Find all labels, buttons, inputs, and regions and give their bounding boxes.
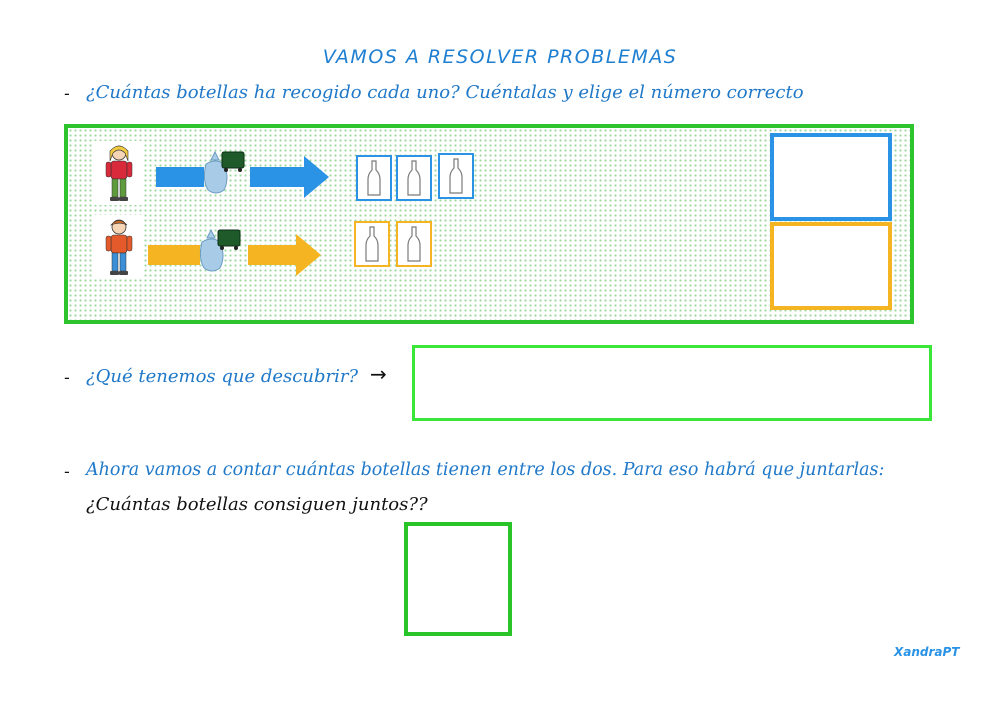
question-1-text: ¿Cuántas botellas ha recogido cada uno? … [86,82,804,103]
bottle-card [396,221,432,267]
boy-answer-box[interactable] [770,222,892,310]
girl-answer-box[interactable] [770,133,892,221]
boy-figure [94,215,144,279]
question-3-text: Ahora vamos a contar cuántas botellas ti… [86,460,885,480]
page-title: VAMOS A RESOLVER PROBLEMAS [322,46,678,68]
bottle-card [438,153,474,199]
question-2-text: ¿Qué tenemos que descubrir? [86,366,359,387]
girl-figure [94,141,144,205]
bottle-card [354,221,390,267]
arrow-right-icon: → [370,362,387,386]
total-answer-box[interactable] [404,522,512,636]
bullet-dash-1: - [64,84,70,103]
author-signature: XandraPT [894,645,960,659]
bottle-card [356,155,392,201]
blue-bag-arrow-icon [156,150,331,204]
question-4-text: ¿Cuántas botellas consiguen juntos?? [86,494,428,515]
bottle-card [396,155,432,201]
bullet-dash-2: - [64,368,70,387]
discover-answer-box[interactable] [412,345,932,421]
yellow-bag-arrow-icon [148,228,323,282]
bullet-dash-3: - [64,462,70,481]
